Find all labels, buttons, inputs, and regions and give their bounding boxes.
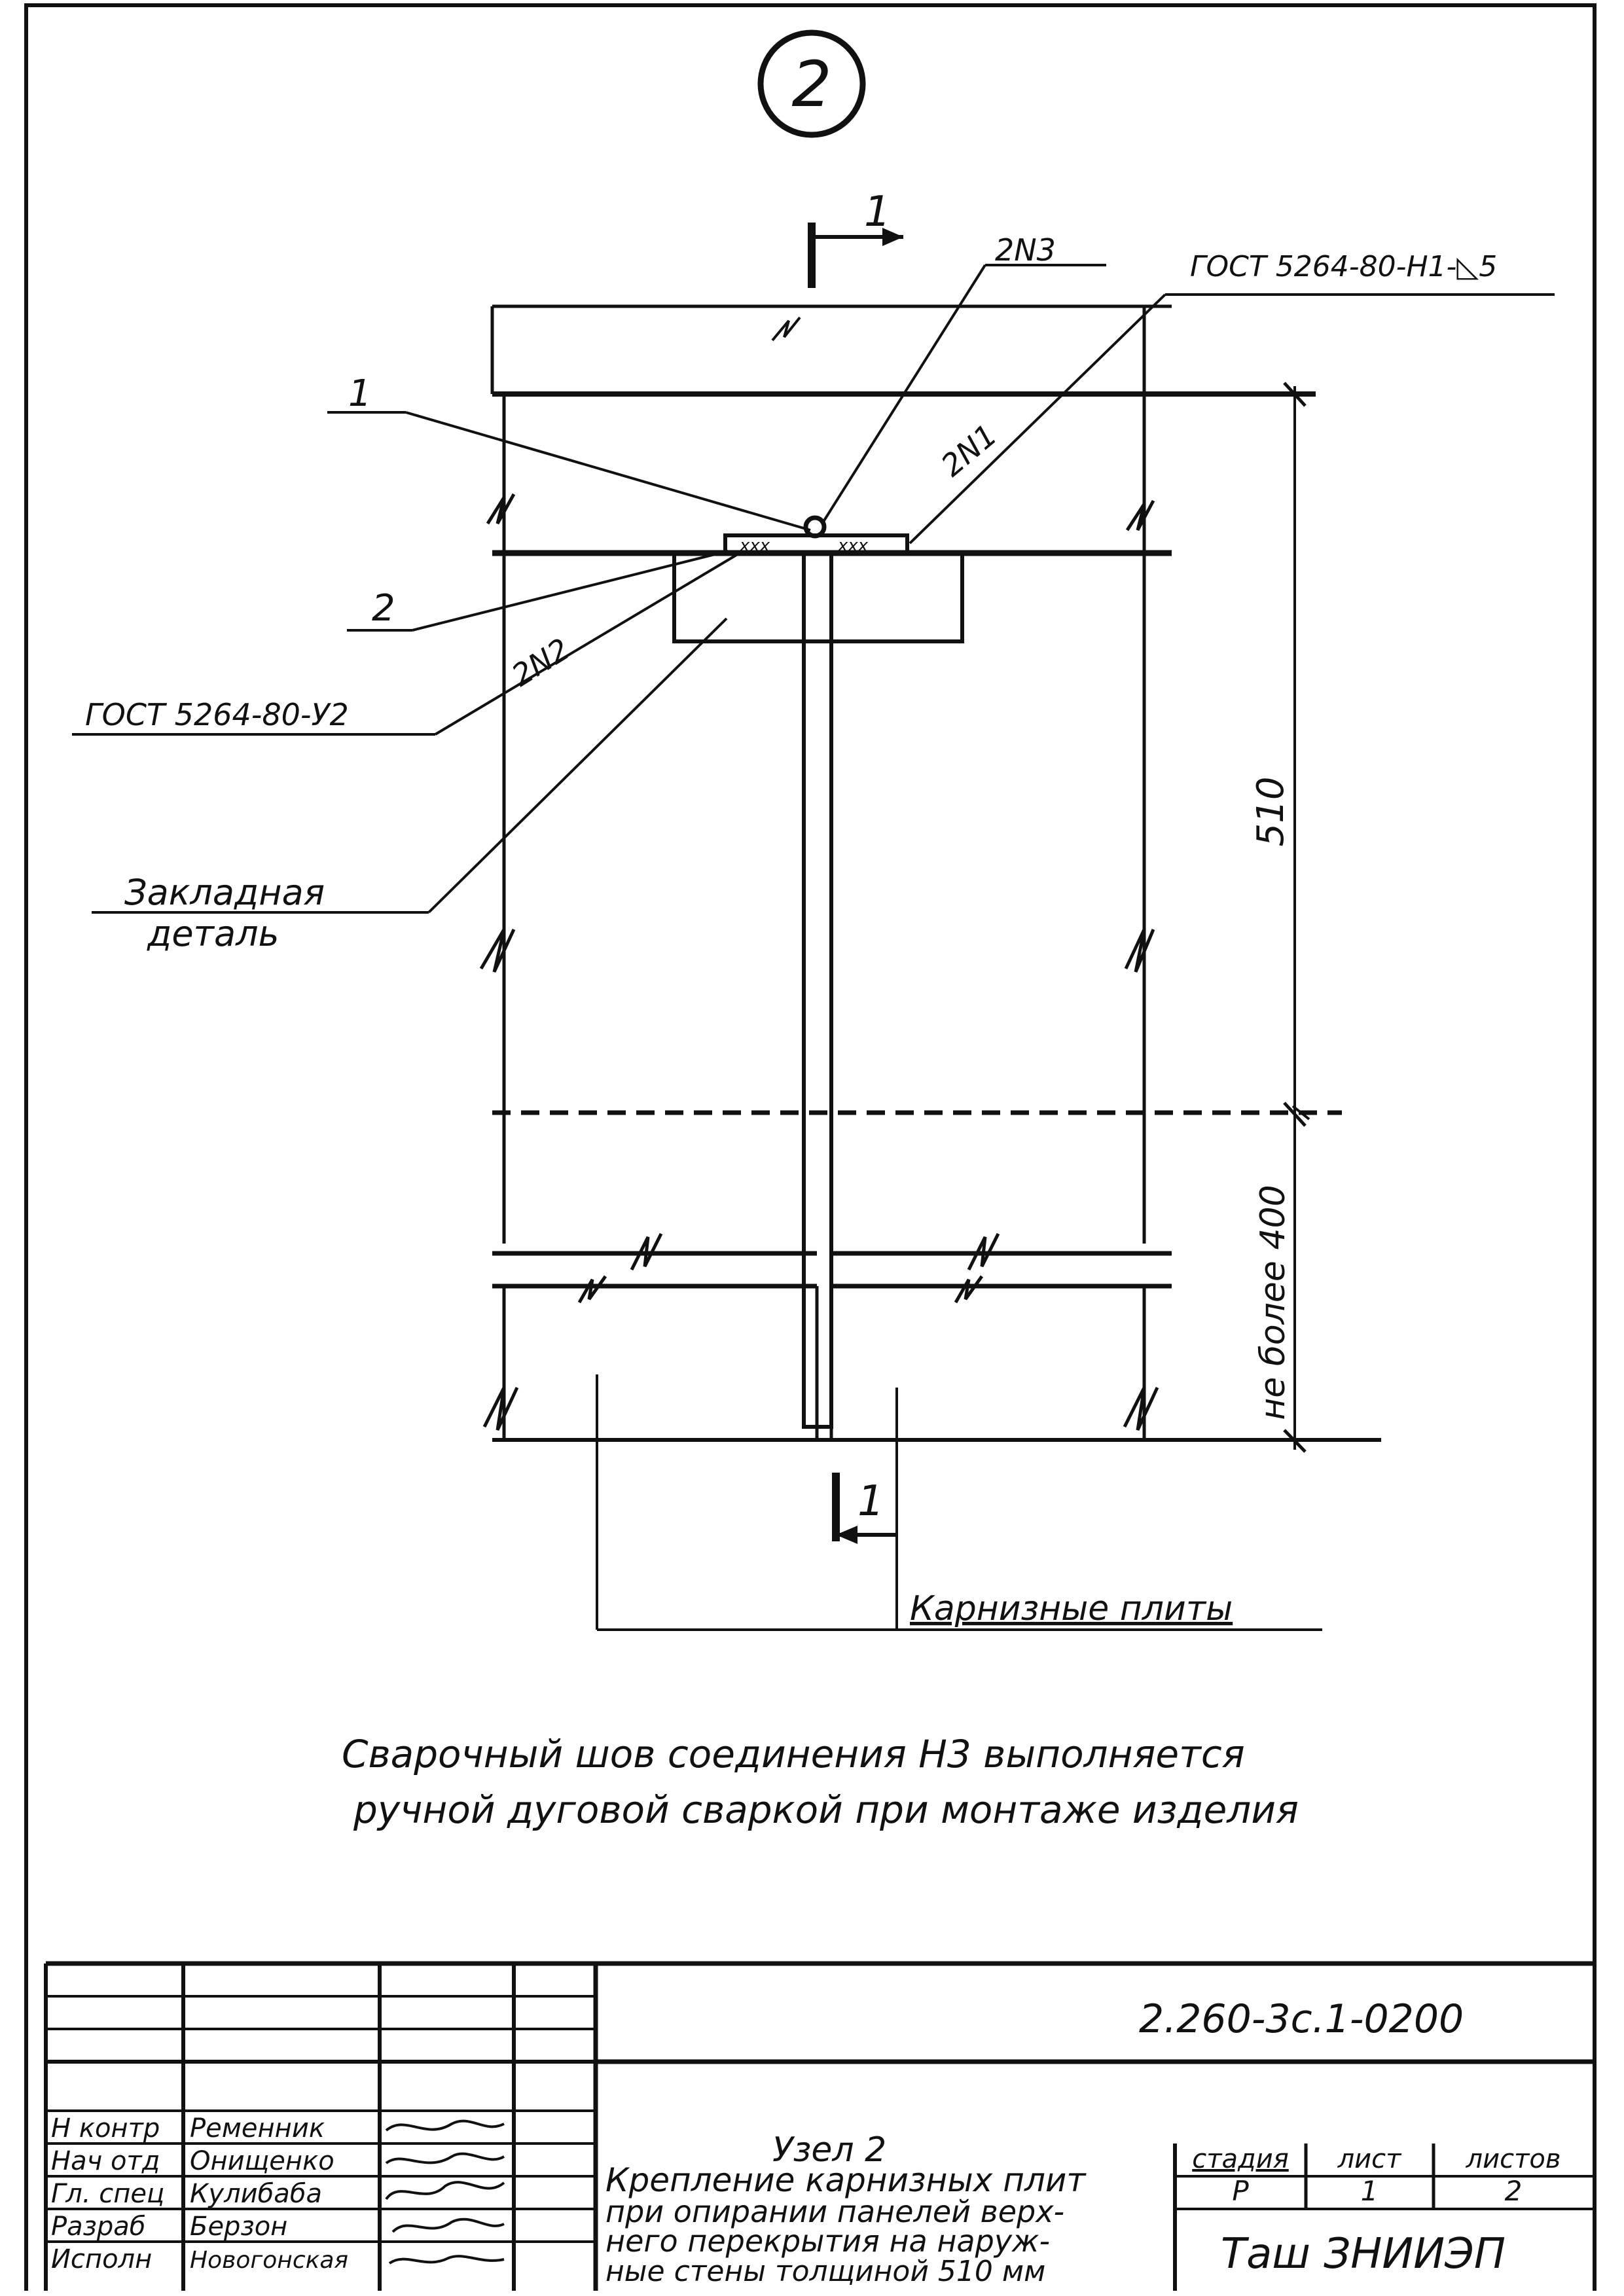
cornice-slab-right [829, 1232, 1172, 1440]
wall-panel-left [479, 394, 516, 1244]
role-4: Исполн [51, 2244, 152, 2274]
name-1: Онищенко [190, 2146, 334, 2176]
note-line2: ручной дуговой сваркой при монтаже издел… [353, 1787, 1299, 1832]
dim-510-label: 510 [1250, 777, 1292, 847]
signature-3 [391, 2217, 505, 2233]
note-line1: Сварочный шов соединения Н3 выполняется [342, 1732, 1245, 1776]
weld-2n3-label: 2N3 [995, 232, 1056, 268]
title-line3: при опирании панелей верх- [605, 2194, 1064, 2229]
role-2: Гл. спец [51, 2179, 164, 2209]
embedded-label-line1: Закладная [124, 872, 325, 913]
node-marker-circle [757, 29, 866, 138]
leader-pos2: 2 [347, 550, 729, 632]
title-line1: Узел 2 [772, 2130, 886, 2170]
sheet-frame [24, 3, 1597, 2291]
dim-400-label: не более 400 [1254, 1185, 1293, 1420]
weld-marks-right: xxx [837, 536, 869, 556]
weld-2n1-label: 2N1 [934, 417, 1003, 483]
role-0: Н контр [51, 2113, 160, 2144]
stage-header: стадия [1192, 2144, 1289, 2174]
cornice-slabs-label: Карнизные плиты [910, 1589, 1233, 1628]
name-2: Кулибаба [190, 2179, 322, 2209]
weld-2n2-label: 2N2 [505, 631, 575, 693]
section-mark-bottom-label: 1 [857, 1477, 884, 1526]
section-mark-top: 1 [808, 188, 903, 288]
title-line5: ные стены толщиной 510 мм [605, 2255, 1045, 2288]
organization: Таш ЗНИИЭП [1221, 2230, 1506, 2278]
leader-2n3: 2N3 [821, 232, 1106, 525]
name-0: Ременник [190, 2113, 325, 2144]
gost-top-label: ГОСТ 5264-80-Н1-◺5 [1190, 250, 1497, 283]
title-line4: него перекрытия на наруж- [605, 2223, 1050, 2259]
pos2-label: 2 [372, 587, 395, 630]
signature-1 [385, 2152, 505, 2164]
leader-pos1: 1 [327, 372, 811, 531]
title-line2: Крепление карнизных плит [605, 2161, 1087, 2199]
sheets-value: 2 [1505, 2175, 1523, 2207]
role-1: Нач отд [51, 2146, 160, 2176]
name-4: Новогонская [190, 2247, 348, 2274]
sheet-value: 1 [1361, 2175, 1379, 2207]
stage-value: Р [1232, 2175, 1249, 2207]
node-marker-number: 2 [791, 48, 831, 121]
signature-0 [385, 2119, 505, 2132]
doc-code: 2.260-3с.1-0200 [1139, 1996, 1464, 2042]
sheets-header: листов [1466, 2144, 1561, 2174]
dimension-chain: 510 не более 400 [1250, 382, 1307, 1453]
title-block: 2.260-3с.1-0200 Узел 2 Крепление карнизн… [44, 1961, 1595, 2291]
wall-panel-right [1124, 394, 1155, 1244]
leader-embedded: Закладная деталь [92, 617, 728, 954]
embedded-label-line2: деталь [147, 913, 279, 954]
pos1-label: 1 [348, 372, 372, 415]
weld-plate: xxx xxx [723, 515, 909, 556]
section-mark-top-label: 1 [864, 188, 891, 236]
signature-2 [385, 2181, 505, 2200]
weld-marks-left: xxx [739, 536, 770, 556]
sheet-header: лист [1337, 2144, 1403, 2174]
role-3: Разраб [51, 2212, 145, 2242]
top-slab [490, 304, 1316, 397]
section-mark-bottom: 1 [832, 1473, 897, 1544]
cornice-slab-left [482, 1232, 819, 1440]
cornice-leader: Карнизные плиты [596, 1374, 1322, 1631]
name-3: Берзон [190, 2212, 287, 2242]
signature-4 [388, 2255, 505, 2265]
gost-left-label: ГОСТ 5264-80-У2 [85, 697, 349, 732]
